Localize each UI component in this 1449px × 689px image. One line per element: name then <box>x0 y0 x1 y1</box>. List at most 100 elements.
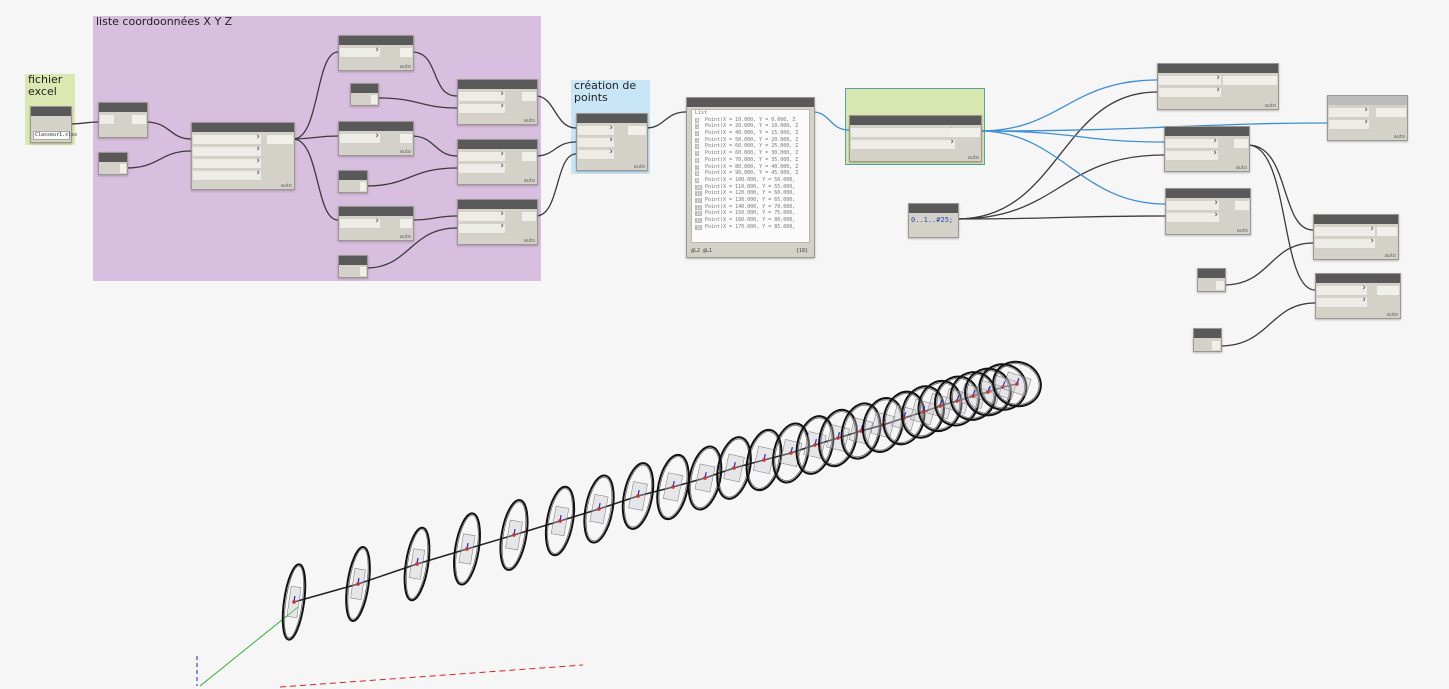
output-port[interactable] <box>360 267 366 276</box>
input-port[interactable]: › <box>1317 283 1367 296</box>
output-port[interactable] <box>1212 341 1220 350</box>
node-header[interactable] <box>1158 64 1278 73</box>
list-node[interactable]: › › auto <box>457 199 538 245</box>
node-header[interactable] <box>192 123 294 132</box>
input-port[interactable] <box>100 115 114 125</box>
input-port[interactable]: › <box>578 135 614 148</box>
excel-read-node[interactable]: › › › › auto <box>191 122 295 190</box>
output-port[interactable] <box>360 182 366 191</box>
input-port[interactable]: › <box>1329 117 1369 130</box>
input-port[interactable]: › <box>1167 210 1219 223</box>
input-port[interactable]: › <box>193 144 261 157</box>
input-port[interactable]: › <box>1317 295 1367 308</box>
output-port[interactable] <box>1216 281 1224 290</box>
node-header[interactable] <box>1328 96 1407 105</box>
output-port[interactable] <box>522 152 536 161</box>
node-header[interactable] <box>99 153 127 162</box>
node-header[interactable] <box>458 140 537 149</box>
boolean-node[interactable] <box>98 152 128 175</box>
input-port[interactable]: › <box>340 131 380 144</box>
input-port[interactable]: › <box>851 137 955 150</box>
input-port[interactable]: › <box>459 89 505 102</box>
list-node[interactable]: › › auto <box>457 139 538 185</box>
node-header[interactable] <box>1165 127 1249 136</box>
output-port[interactable] <box>522 92 536 101</box>
number-node[interactable] <box>338 255 368 278</box>
node-header[interactable] <box>909 204 958 213</box>
number-node[interactable] <box>338 170 368 193</box>
node-header[interactable] <box>1316 274 1400 283</box>
output-port[interactable] <box>400 134 412 143</box>
node-header[interactable] <box>339 207 413 216</box>
output-port[interactable] <box>1223 76 1277 85</box>
node-header[interactable] <box>351 84 378 93</box>
output-port[interactable] <box>1376 108 1406 117</box>
node-header[interactable] <box>99 103 147 112</box>
output-port[interactable] <box>132 115 146 124</box>
node-header[interactable] <box>1194 329 1221 338</box>
node-header[interactable] <box>687 98 814 107</box>
number-node[interactable] <box>1197 268 1226 292</box>
input-port[interactable]: › <box>1159 85 1221 98</box>
input-port[interactable]: › <box>1315 236 1375 249</box>
output-port[interactable] <box>400 219 412 228</box>
output-port[interactable] <box>950 128 980 137</box>
plane-at-parameter-node[interactable]: › › auto <box>1165 188 1251 235</box>
get-item-node[interactable]: › auto <box>338 35 414 71</box>
input-port[interactable]: › <box>340 45 380 58</box>
input-port[interactable]: › <box>459 161 505 174</box>
input-port[interactable]: › <box>193 156 261 169</box>
input-port[interactable]: › <box>578 147 614 160</box>
input-port[interactable]: › <box>1166 136 1218 149</box>
selected-node[interactable]: › › auto <box>849 115 982 162</box>
input-port[interactable]: › <box>459 149 505 162</box>
input-port[interactable]: › <box>1315 224 1375 237</box>
node-header[interactable] <box>1166 189 1250 198</box>
point-at-parameter-node[interactable]: › › auto <box>1164 126 1250 172</box>
output-port[interactable] <box>120 164 126 173</box>
rectangle-node[interactable]: › › auto <box>1315 273 1401 319</box>
node-header[interactable] <box>458 80 537 89</box>
input-port[interactable]: › <box>1166 148 1218 161</box>
output-port[interactable] <box>1235 201 1249 210</box>
list-node[interactable]: › › auto <box>457 79 538 125</box>
output-port[interactable] <box>1377 286 1399 295</box>
output-port[interactable] <box>267 135 293 144</box>
input-port[interactable]: › <box>193 132 261 145</box>
node-header[interactable] <box>1314 215 1398 224</box>
circle-node[interactable]: › › auto <box>1313 214 1399 260</box>
number-node[interactable] <box>1193 328 1222 352</box>
file-from-path-node[interactable] <box>98 102 148 138</box>
node-header[interactable] <box>339 122 413 131</box>
input-port[interactable]: › <box>1167 198 1219 211</box>
input-port[interactable]: › <box>459 209 505 222</box>
code-block-node[interactable]: 0..1..#25; <box>908 203 959 238</box>
node-header[interactable] <box>339 171 367 180</box>
point-by-coordinates-node[interactable]: › › › auto <box>576 113 648 171</box>
node-header[interactable] <box>31 107 71 116</box>
file-path-field[interactable]: Classeur1.xlsx <box>33 131 78 140</box>
output-port[interactable] <box>1377 227 1397 236</box>
curve-node[interactable]: › › auto <box>1157 63 1279 110</box>
output-port[interactable] <box>522 212 536 221</box>
output-port[interactable] <box>400 48 412 57</box>
output-port[interactable] <box>1234 139 1248 148</box>
node-header[interactable] <box>850 116 981 125</box>
input-port[interactable]: › <box>1159 73 1221 86</box>
input-port[interactable]: › <box>1329 105 1369 118</box>
input-port[interactable]: › <box>578 123 614 136</box>
code-block-text[interactable]: 0..1..#25; <box>911 216 954 224</box>
get-item-node[interactable]: › auto <box>338 121 414 156</box>
node-header[interactable] <box>577 114 647 123</box>
node-header[interactable] <box>339 256 367 265</box>
node-header[interactable] <box>458 200 537 209</box>
output-port[interactable] <box>371 95 377 104</box>
number-node[interactable] <box>350 83 379 106</box>
node-header[interactable] <box>339 36 413 45</box>
input-port[interactable]: › <box>459 221 505 234</box>
file-path-node[interactable]: Classeur1.xlsx <box>30 106 78 143</box>
output-port[interactable] <box>628 126 646 135</box>
